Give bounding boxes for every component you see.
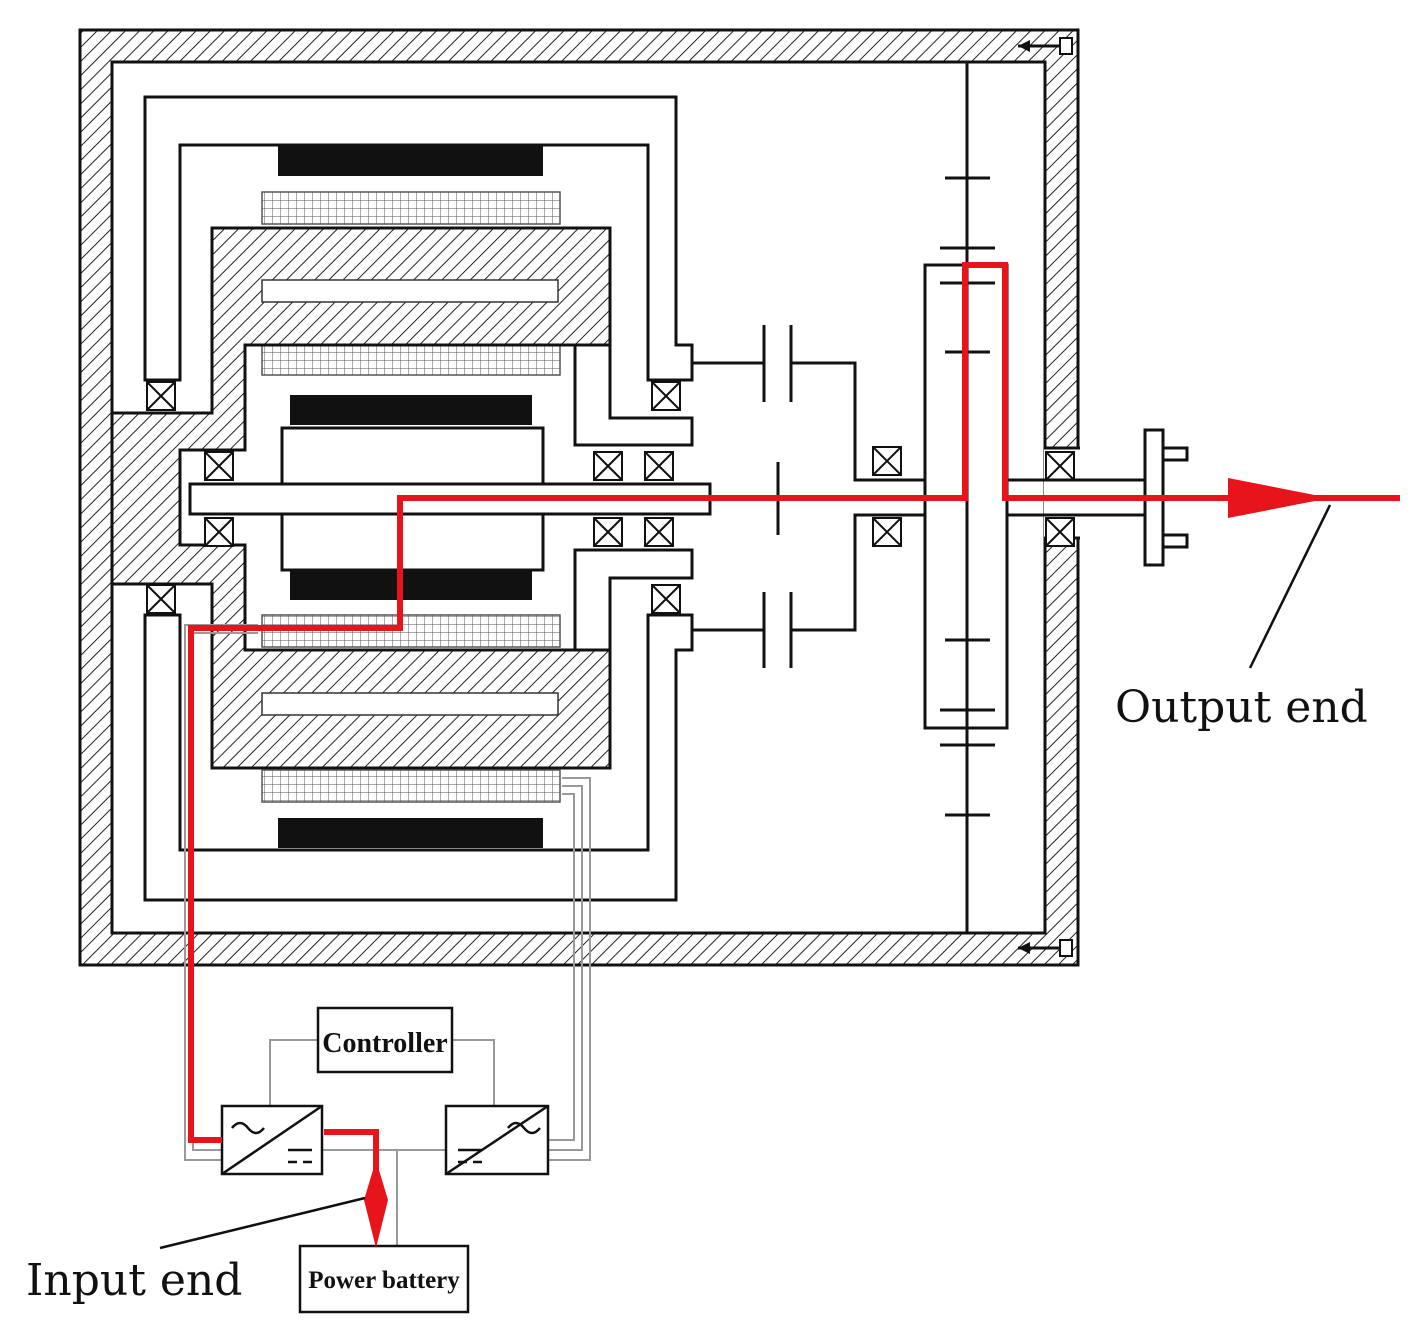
leader-lines — [159, 504, 1332, 1250]
controller-box: Controller — [316, 1006, 454, 1074]
clutch-bottom — [692, 513, 960, 668]
inner-rotor-cup — [245, 343, 694, 652]
clutches — [692, 325, 960, 668]
stator-windings — [261, 191, 561, 803]
bearing-icon — [644, 517, 674, 547]
bearing-icon — [593, 517, 623, 547]
bearing-icon — [1045, 517, 1075, 547]
bearing-icon — [651, 381, 681, 411]
bearing-icon — [651, 584, 681, 614]
bearing-icon — [146, 381, 176, 411]
outer-magnets — [278, 146, 543, 848]
clutch-top — [692, 325, 960, 482]
converter-left — [220, 1104, 324, 1176]
power-battery-label: Power battery — [308, 1267, 460, 1294]
power-battery-box: Power battery — [298, 1244, 470, 1314]
bearing-icon — [872, 517, 902, 547]
input-arrow-icon — [364, 1160, 388, 1248]
winding-outer-bottom — [261, 769, 561, 803]
converter-right — [444, 1104, 550, 1176]
bearing-icon — [644, 451, 674, 481]
controller-label: Controller — [322, 1028, 447, 1059]
housing-bolt-bottom-icon — [1018, 939, 1073, 957]
housing-bolt-top-icon — [1018, 37, 1073, 55]
bearing-icon — [593, 451, 623, 481]
output-end-label: Output end — [1115, 682, 1368, 733]
winding-outer-top — [261, 191, 561, 225]
outer-magnet-bottom — [278, 818, 543, 848]
bearing-icon — [1045, 451, 1075, 481]
stator-slots — [261, 279, 559, 716]
bearing-icon — [204, 517, 234, 547]
winding-inner-top — [261, 344, 561, 376]
outer-magnet-top — [278, 146, 543, 176]
input-end-label: Input end — [26, 1255, 242, 1306]
flange-bolt-icon — [1161, 446, 1189, 549]
bearings — [146, 381, 1075, 614]
bearing-icon — [872, 446, 902, 476]
output-arrow-icon — [1228, 478, 1330, 518]
inner-magnet-top — [290, 395, 532, 425]
outer-rotor — [143, 95, 694, 902]
inner-magnet-bottom — [290, 570, 532, 600]
bearing-icon — [204, 451, 234, 481]
bearing-icon — [146, 584, 176, 614]
